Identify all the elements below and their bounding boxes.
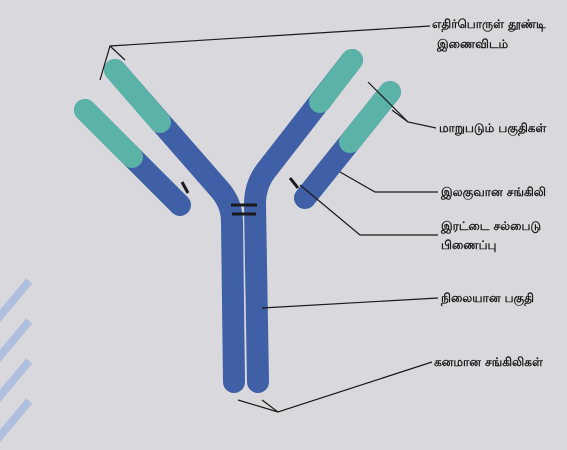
- disulfide-bond-left-arm: [182, 182, 188, 193]
- label-disulfide-bond-1: இரட்டை சல்பைடு: [440, 219, 541, 234]
- disulfide-bond-right-arm: [290, 178, 298, 188]
- label-constant-region: நிலையான பகுதி: [440, 291, 534, 306]
- leader-constant-region: [262, 298, 438, 308]
- label-antigen-binding-site-1: எதிர்பொருள் தூண்டி: [432, 17, 546, 32]
- light-chain-left-variable-tip: [85, 110, 132, 157]
- light-chain-right-variable-tip: [350, 92, 390, 142]
- leader-antigen-binding-site-branch: [110, 46, 125, 60]
- leader-heavy-chains-branch: [238, 400, 278, 412]
- leader-light-chain: [340, 172, 438, 192]
- label-antigen-binding-site-2: இணைவிடம்: [436, 37, 509, 52]
- heavy-chain-right: [255, 60, 352, 382]
- antibody-diagram: எதிர்பொருள் தூண்டி இணைவிடம் மாறுபடும் பக…: [0, 0, 567, 437]
- label-variable-regions: மாறுபடும் பகுதிகள்: [439, 121, 546, 136]
- heavy-chain-left: [115, 70, 234, 382]
- leader-variable-regions-lower: [392, 110, 408, 122]
- heavy-chain-left-body: [115, 70, 234, 382]
- leader-heavy-chains: [262, 362, 432, 412]
- label-heavy-chains: கனமான சங்கிலிகள்: [434, 355, 543, 369]
- diagram-labels: எதிர்பொருள் தூண்டி இணைவிடம் மாறுபடும் பக…: [432, 17, 546, 369]
- heavy-chain-left-variable-tip: [115, 70, 160, 122]
- label-disulfide-bond-2: பிணைப்பு: [441, 238, 497, 252]
- heavy-chain-right-variable-tip: [320, 60, 352, 102]
- heavy-chain-right-body: [255, 60, 352, 382]
- leader-antigen-binding-site: [100, 26, 430, 80]
- label-light-chain: இலகுவான சங்கிலி: [440, 185, 546, 200]
